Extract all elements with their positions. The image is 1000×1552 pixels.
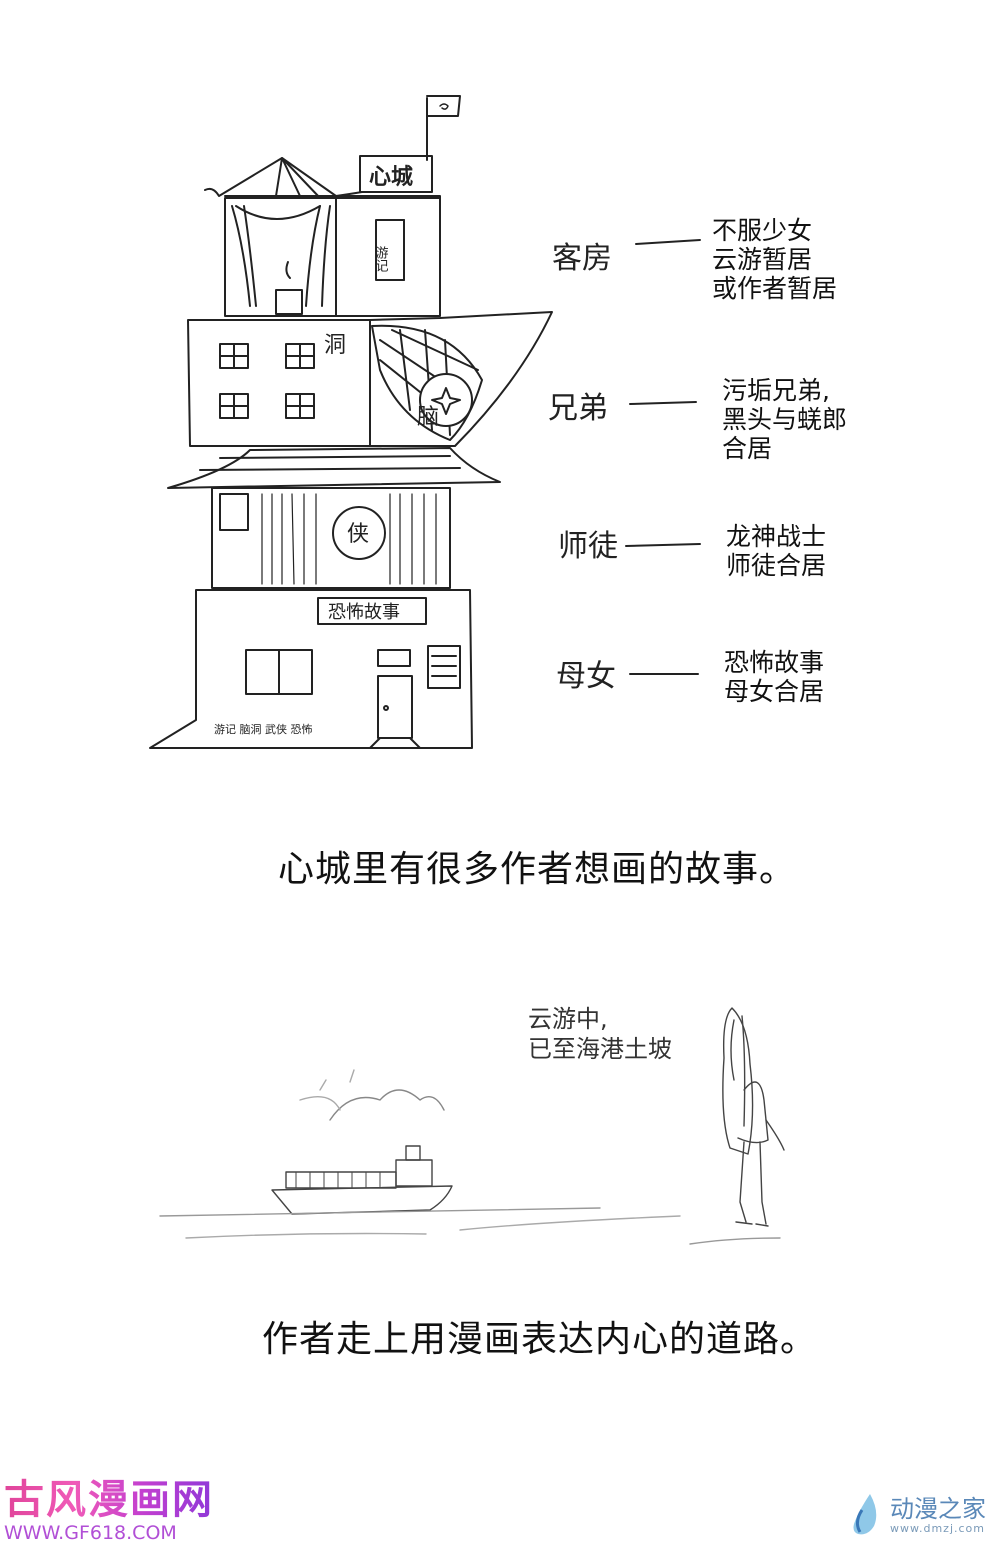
floor-hand-label-1: 客房 — [552, 241, 612, 276]
floor-desc-line: 黑头与蜣郎 — [722, 405, 848, 434]
floor-hand-label-3: 师徒 — [558, 529, 618, 564]
floor-desc-1: 不服少女 云游暂居 或作者暂居 — [712, 216, 837, 303]
building-sign-kongbu: 恐怖故事 — [328, 602, 400, 623]
watermark-dmzj-url: www.dmzj.com — [890, 1521, 985, 1535]
floor-desc-3: 龙神战士 师徒合居 — [726, 522, 826, 580]
watermark-dmzj-title: 动漫之家 — [890, 1494, 986, 1523]
dmzj-logo-icon — [853, 1494, 877, 1535]
speech-line: 已至海港土坡 — [528, 1035, 672, 1063]
caption-heart-city: 心城里有很多作者想画的故事。 — [278, 849, 797, 890]
building-sign-xia: 侠 — [347, 522, 369, 547]
floor-hand-label-4: 母女 — [556, 659, 616, 694]
floor-desc-line: 或作者暂居 — [712, 274, 838, 303]
floor-hand-label-2: 兄弟 — [548, 391, 608, 426]
building-sign-nao: 脑 — [417, 405, 439, 430]
caption-comic-path: 作者走上用漫画表达内心的道路。 — [262, 1319, 818, 1360]
building-sign-youji: 游记 — [373, 246, 389, 272]
floor-desc-line: 污垢兄弟, — [722, 376, 830, 405]
harbor-scene-illustration — [159, 1007, 785, 1245]
floor-desc-line: 母女合居 — [724, 677, 825, 706]
watermark-dmzj: 动漫之家 www.dmzj.com — [850, 1492, 986, 1538]
floor-desc-4: 恐怖故事 母女合居 — [724, 648, 824, 706]
building-sign-top: 心城 — [369, 164, 413, 190]
floor-desc-line: 云游暂居 — [712, 245, 813, 274]
floor-desc-line: 不服少女 — [712, 216, 813, 245]
watermark-gufeng: 古风漫画网 WWW.GF618.COM — [4, 1476, 214, 1544]
speech-text: 云游中, 已至海港土坡 — [528, 1004, 672, 1064]
heart-city-building-illustration: 心城 游记 洞 脑 侠 恐怖故事 游记 脑洞 武侠 恐怖 客房 兄弟 师徒 母女 — [149, 95, 701, 749]
watermark-gufeng-url: WWW.GF618.COM — [4, 1522, 177, 1544]
watermark-gufeng-title: 古风漫画网 — [4, 1477, 214, 1523]
floor-desc-line: 师徒合居 — [726, 551, 827, 580]
building-base-text: 游记 脑洞 武侠 恐怖 — [214, 722, 313, 736]
building-sign-dong: 洞 — [324, 333, 346, 358]
floor-desc-line: 恐怖故事 — [724, 648, 825, 677]
floor-desc-line: 合居 — [722, 434, 773, 463]
floor-desc-2: 污垢兄弟, 黑头与蜣郎 合居 — [722, 376, 847, 463]
speech-line: 云游中, — [528, 1005, 608, 1033]
floor-desc-line: 龙神战士 — [726, 522, 827, 551]
